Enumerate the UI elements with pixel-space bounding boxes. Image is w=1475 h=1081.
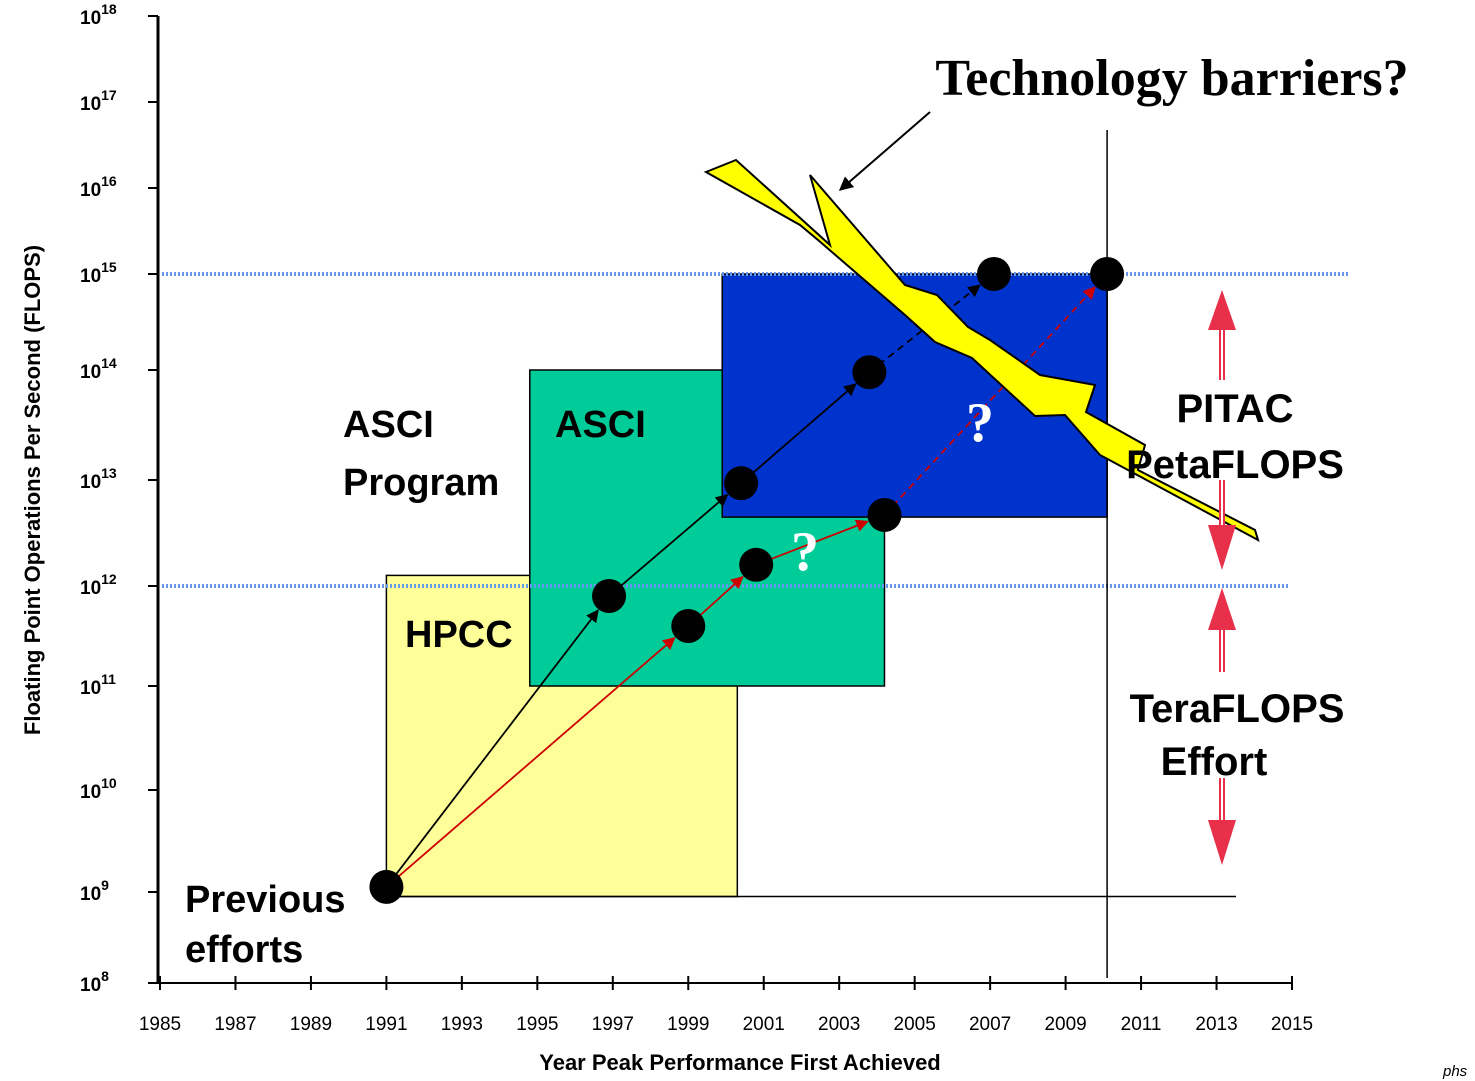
- previous-efforts-label-1: Previous: [185, 879, 346, 921]
- y-tick-label: 1010: [80, 775, 117, 803]
- data-point: [369, 869, 404, 904]
- series-2-segment: [385, 636, 676, 888]
- series-2-segment: [755, 519, 869, 566]
- x-tick-label: 2003: [818, 1014, 860, 1035]
- data-point: [592, 579, 627, 613]
- data-point: [867, 497, 902, 532]
- y-tick-label: 108: [80, 968, 109, 996]
- y-tick-label: 1015: [80, 259, 117, 287]
- x-tick-label: 1991: [365, 1014, 407, 1035]
- y-tick-label: 1013: [80, 465, 117, 493]
- x-tick-label: 1985: [139, 1014, 181, 1035]
- question-mark-2: ?: [966, 392, 994, 454]
- x-tick-label: 2009: [1044, 1014, 1086, 1035]
- x-axis-label: Year Peak Performance First Achieved: [539, 1050, 941, 1075]
- teraflops-label-2: Effort: [1161, 740, 1268, 784]
- data-point: [739, 547, 774, 582]
- y-axis-label: Floating Point Operations Per Second (FL…: [20, 245, 45, 735]
- y-tick-label: 1018: [80, 1, 117, 29]
- hpcc-region-label: HPCC: [405, 614, 513, 656]
- y-tick-label: 109: [80, 877, 109, 905]
- series-0-segment: [608, 494, 729, 597]
- x-tick-label: 2001: [743, 1014, 785, 1035]
- y-tick-label: 1014: [80, 355, 117, 383]
- teraflops-range-arrows: [1208, 588, 1236, 865]
- lightning-bolt-icon: [703, 158, 1260, 543]
- asci-region-label: ASCI: [555, 404, 646, 446]
- y-ticks: 108 109 1010 1011 1012 1013 1014 1015 1016 1017 10…: [80, 1, 158, 996]
- x-tick-label: 1999: [667, 1014, 709, 1035]
- pitac-label-2: PetaFLOPS: [1126, 443, 1344, 487]
- series-3-segment: [883, 286, 1096, 516]
- question-mark-1: ?: [791, 521, 819, 583]
- pitac-label-1: PITAC: [1176, 387, 1293, 431]
- x-tick-label: 2015: [1271, 1014, 1313, 1035]
- data-point: [724, 466, 759, 501]
- x-ticks: 1985 1987 1989 1991 1993 1995 1997 1999 2001 2003…: [139, 976, 1313, 1035]
- y-tick-label: 1011: [80, 671, 116, 699]
- pitac-range-arrows: [1208, 290, 1236, 570]
- x-tick-label: 1995: [516, 1014, 558, 1035]
- series-0-segment: [385, 609, 599, 888]
- y-tick-label: 1012: [80, 571, 117, 599]
- data-point: [976, 257, 1011, 291]
- x-tick-label: 2011: [1121, 1014, 1162, 1035]
- x-tick-label: 2013: [1195, 1014, 1237, 1035]
- x-tick-label: 1987: [214, 1014, 256, 1035]
- x-tick-label: 1993: [441, 1014, 483, 1035]
- x-tick-label: 1997: [592, 1014, 634, 1035]
- series: [385, 284, 1096, 888]
- x-tick-label: 2007: [969, 1014, 1011, 1035]
- y-tick-label: 1016: [80, 173, 117, 201]
- y-tick-label: 1017: [80, 87, 117, 115]
- markers: [369, 257, 1125, 904]
- x-tick-label: 1989: [290, 1014, 332, 1035]
- barrier-pointer-arrow: [838, 111, 931, 191]
- data-point: [852, 355, 887, 390]
- teraflops-label-1: TeraFLOPS: [1130, 687, 1345, 731]
- chart-title: Technology barriers?: [935, 50, 1408, 107]
- x-tick-label: 2005: [894, 1014, 936, 1035]
- corner-credit: phs: [1442, 1063, 1468, 1080]
- data-point: [671, 609, 706, 643]
- reference-lines: [162, 130, 1348, 978]
- data-point: [1090, 257, 1125, 291]
- series-0-segment: [740, 383, 857, 484]
- previous-efforts-label-2: efforts: [185, 929, 303, 971]
- asci-program-label-1: ASCI: [343, 404, 434, 446]
- asci-program-label-2: Program: [343, 462, 499, 504]
